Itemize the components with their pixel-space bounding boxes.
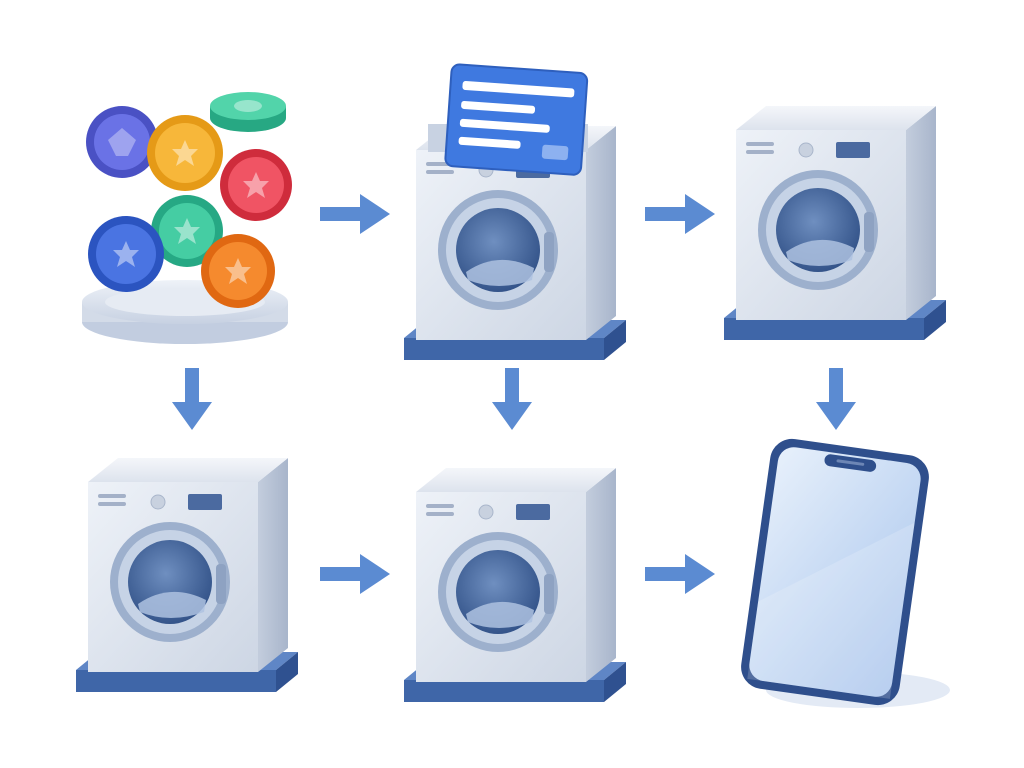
washing-machine-icon — [403, 467, 627, 703]
arrow-right-icon — [645, 554, 715, 594]
coin-purple — [86, 106, 158, 178]
arrow-down-icon — [172, 368, 212, 430]
coin-blue — [88, 216, 164, 292]
arrow-right-icon — [320, 554, 390, 594]
card-icon — [444, 63, 589, 176]
arrow-right-icon — [645, 194, 715, 234]
coin-teal-top — [210, 92, 286, 132]
coin-yellow — [147, 115, 223, 191]
arrow-down-icon — [816, 368, 856, 430]
coin-green — [151, 195, 223, 267]
washing-machine-icon — [723, 105, 947, 341]
arrow-right-icon — [320, 194, 390, 234]
smartphone-icon — [741, 438, 950, 708]
coin-red — [220, 149, 292, 221]
coin-orange — [201, 234, 275, 308]
coins-icon — [82, 92, 292, 344]
washing-machine-icon — [75, 457, 299, 693]
washing-machine-card-icon — [403, 63, 627, 361]
arrow-down-icon — [492, 368, 532, 430]
